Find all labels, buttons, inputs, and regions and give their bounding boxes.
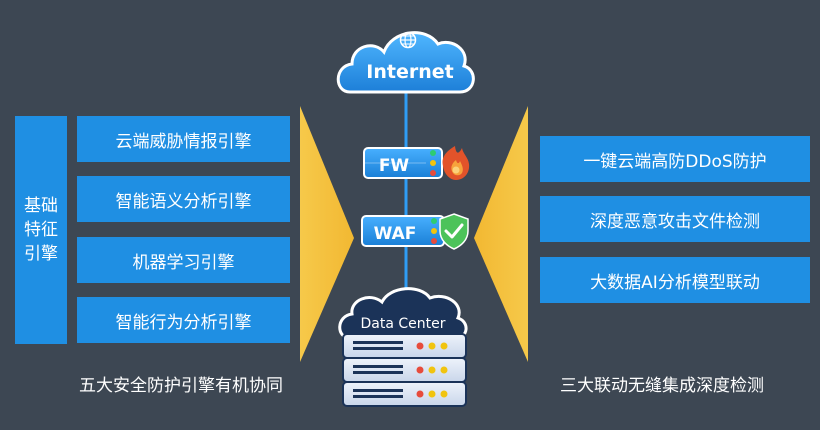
- engine-box-behavior: 智能行为分析引擎: [77, 297, 290, 343]
- server-icon: [342, 333, 467, 407]
- engine-label: 智能行为分析引擎: [115, 312, 252, 333]
- status-led: [430, 170, 436, 176]
- right-funnel-arrow: [474, 106, 528, 362]
- basic-feature-engine-box: 基础特征引擎: [15, 116, 67, 344]
- left-funnel-arrow: [300, 106, 354, 362]
- status-led: [430, 150, 436, 156]
- engine-box-ml: 机器学习引擎: [77, 237, 290, 283]
- engine-label: 智能语义分析引擎: [115, 191, 252, 212]
- shield-check-icon: [439, 213, 469, 250]
- linkage-label: 一键云端高防DDoS防护: [583, 151, 767, 172]
- status-led: [431, 218, 437, 224]
- engine-label: 云端威胁情报引擎: [115, 131, 252, 152]
- datacenter-label: Data Center: [361, 316, 446, 332]
- linkage-box-ai: 大数据AI分析模型联动: [540, 257, 810, 303]
- basic-feature-engine-label: 基础特征引擎: [24, 196, 58, 264]
- linkage-label: 深度恶意攻击文件检测: [590, 211, 760, 232]
- status-led: [431, 228, 437, 234]
- linkage-label: 大数据AI分析模型联动: [590, 272, 760, 293]
- cloud-icon: [336, 31, 475, 94]
- internet-label: Internet: [366, 61, 453, 83]
- status-led: [430, 160, 436, 166]
- cloud-icon: [338, 287, 468, 340]
- data-center: Data Center: [338, 287, 468, 407]
- flame-icon: [442, 146, 470, 180]
- globe-icon: [399, 31, 417, 49]
- linkage-box-ddos: 一键云端高防DDoS防护: [540, 136, 810, 182]
- waf-label: WAF: [374, 224, 417, 244]
- internet-cloud: Internet: [336, 31, 475, 94]
- firewall-device: FW: [363, 146, 470, 180]
- engine-box-semantic: 智能语义分析引擎: [77, 176, 290, 222]
- left-caption: 五大安全防护引擎有机协同: [79, 376, 283, 396]
- status-led: [431, 238, 437, 244]
- right-caption: 三大联动无缝集成深度检测: [560, 376, 764, 396]
- engine-box-threat-intel: 云端威胁情报引擎: [77, 116, 290, 162]
- waf-device: WAF: [361, 213, 469, 250]
- linkage-box-malware: 深度恶意攻击文件检测: [540, 196, 810, 242]
- fw-label: FW: [379, 156, 410, 176]
- engine-label: 机器学习引擎: [132, 252, 235, 273]
